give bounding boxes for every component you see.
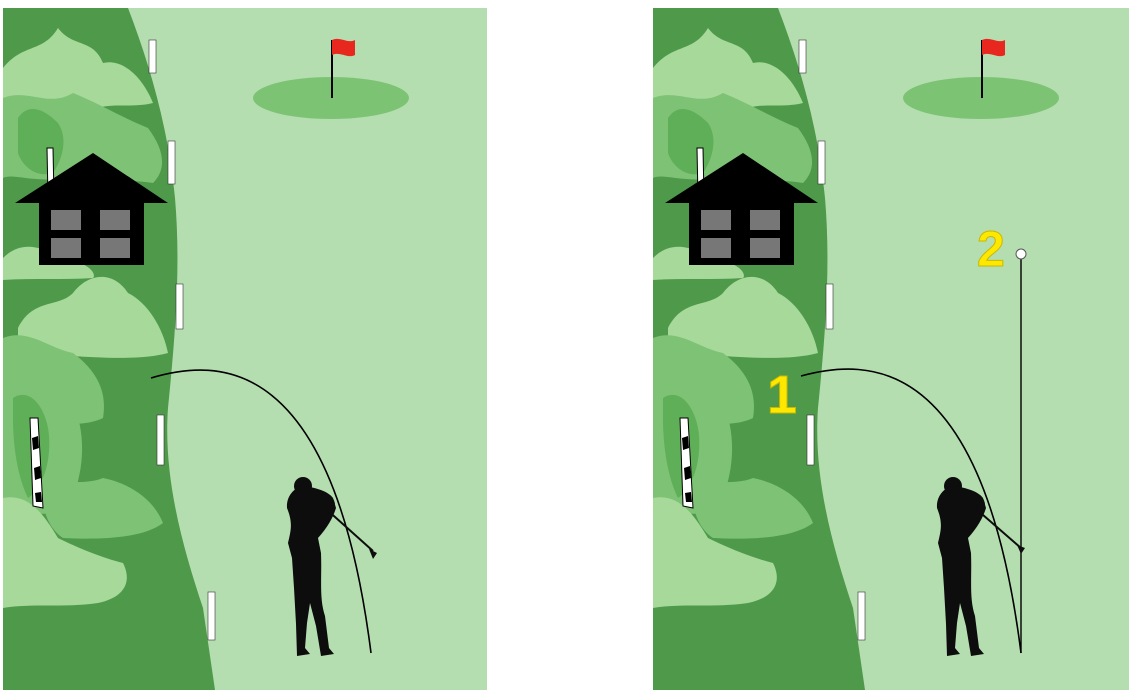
golf-scene-left — [3, 8, 487, 690]
golf-scene-right: 1 2 — [653, 8, 1129, 690]
panel-after: 1 2 — [653, 8, 1129, 690]
trajectory-label-1: 1 — [767, 365, 797, 425]
panel-before — [3, 8, 487, 690]
trajectory-label-2: 2 — [977, 221, 1005, 277]
golf-ball-icon — [1016, 249, 1026, 259]
